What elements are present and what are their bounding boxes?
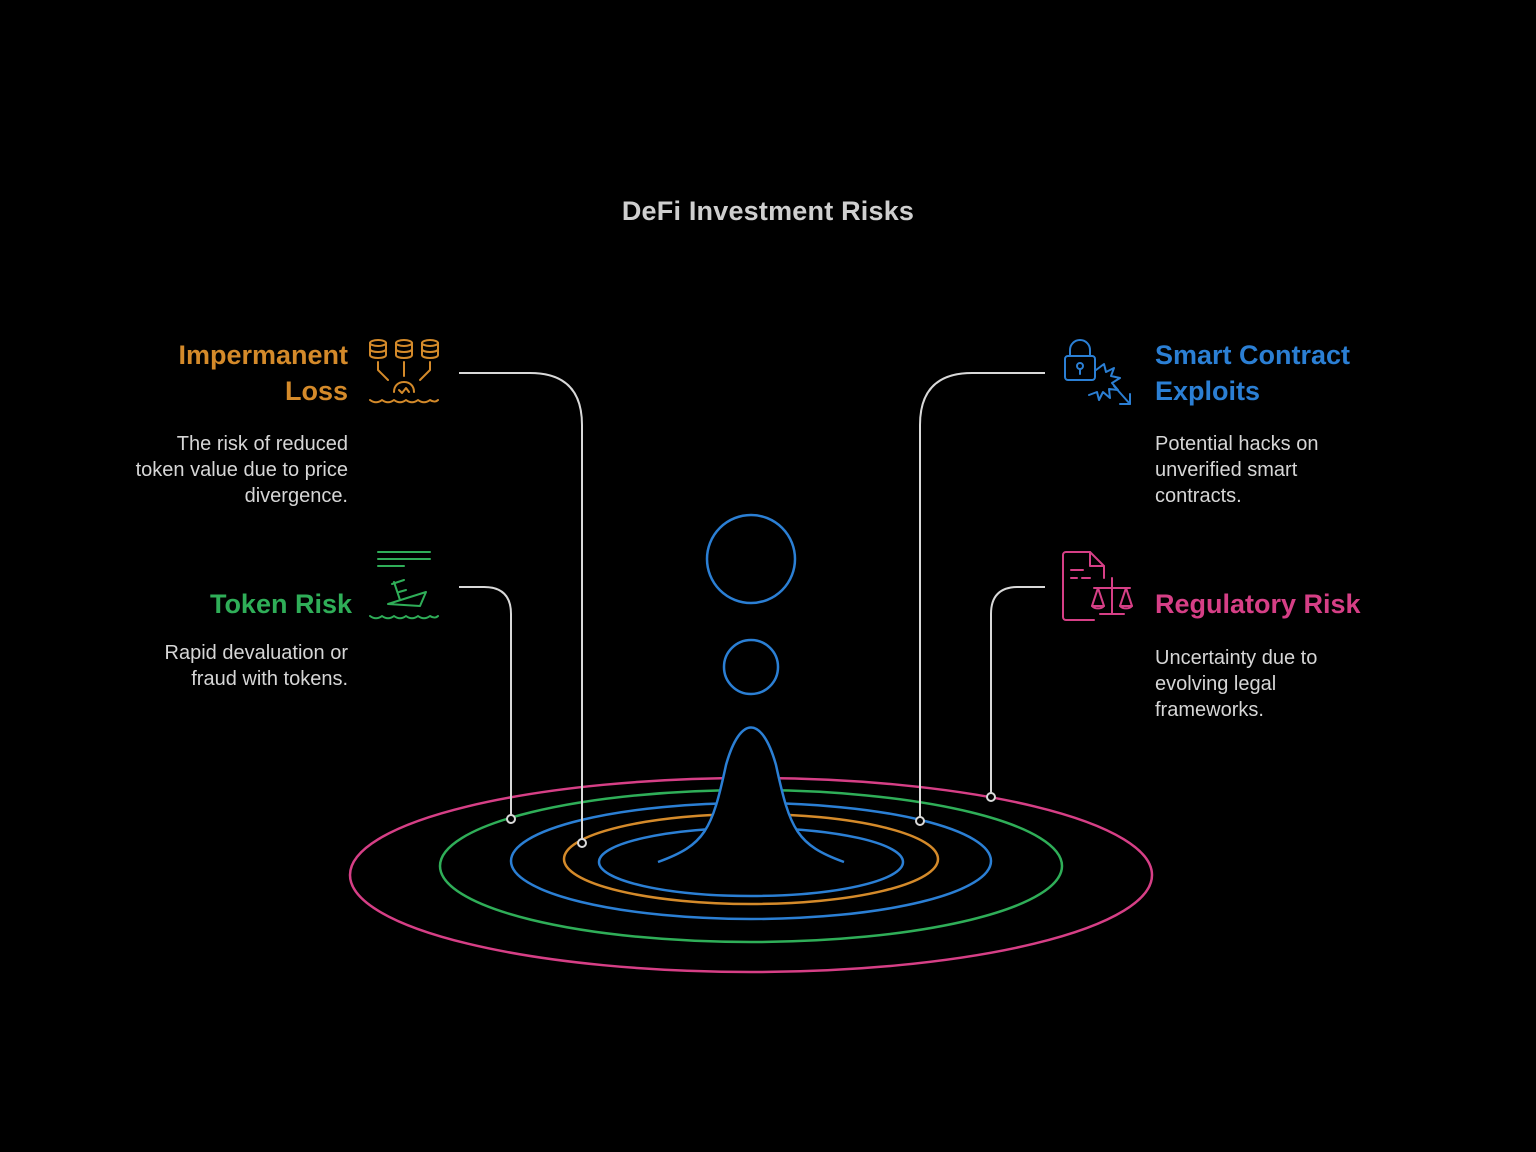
connector-dot-regulatory [986, 792, 996, 802]
smart-contract-description: Potential hacks on unverified smart cont… [1155, 431, 1415, 509]
regulatory-risk-title: Regulatory Risk [1155, 586, 1415, 622]
desc-line: Uncertainty due to [1155, 647, 1318, 669]
impermanent-loss-description: The risk of reduced token value due to p… [88, 431, 348, 509]
impermanent-loss-title-line: Impermanent [178, 340, 348, 370]
lock-breach-icon [1064, 339, 1131, 405]
sinking-ship-icon [369, 551, 439, 620]
connector-dot-token-risk [506, 814, 516, 824]
token-risk-title-line: Token Risk [209, 589, 352, 619]
desc-line: Rapid devaluation or [164, 642, 348, 664]
splash-peak [657, 726, 845, 864]
desc-line: evolving legal [1155, 673, 1277, 695]
legal-document-scale-icon [1062, 551, 1133, 621]
regulatory-risk-description: Uncertainty due to evolving legal framew… [1155, 645, 1415, 723]
droplet-small [722, 638, 780, 696]
regulatory-risk-title-line: Regulatory Risk [1155, 589, 1361, 619]
impermanent-loss-title: Impermanent Loss [88, 337, 348, 409]
desc-line: fraud with tokens. [191, 668, 348, 690]
smart-contract-title-line: Smart Contract [1155, 340, 1351, 370]
desc-line: divergence. [244, 485, 348, 507]
connector-smart-contract [919, 372, 1045, 821]
coins-sinking-icon [369, 339, 439, 404]
diagram-title: DeFi Investment Risks [621, 196, 915, 226]
desc-line: token value due to price [135, 459, 348, 481]
droplet-large [705, 513, 797, 605]
smart-contract-title: Smart Contract Exploits [1155, 337, 1415, 409]
connector-regulatory [990, 586, 1045, 797]
token-risk-description: Rapid devaluation or fraud with tokens. [88, 640, 348, 692]
desc-line: frameworks. [1155, 699, 1264, 721]
connector-dot-impermanent-loss [577, 838, 587, 848]
impermanent-loss-title-line: Loss [284, 376, 348, 406]
desc-line: The risk of reduced [176, 433, 348, 455]
connector-impermanent-loss [459, 372, 583, 843]
smart-contract-title-line: Exploits [1155, 376, 1261, 406]
desc-line: unverified smart [1155, 459, 1298, 481]
connector-token-risk [459, 586, 512, 819]
connector-dot-smart-contract [915, 816, 925, 826]
token-risk-title: Token Risk [92, 586, 352, 622]
desc-line: Potential hacks on [1155, 433, 1319, 455]
desc-line: contracts. [1155, 485, 1242, 507]
